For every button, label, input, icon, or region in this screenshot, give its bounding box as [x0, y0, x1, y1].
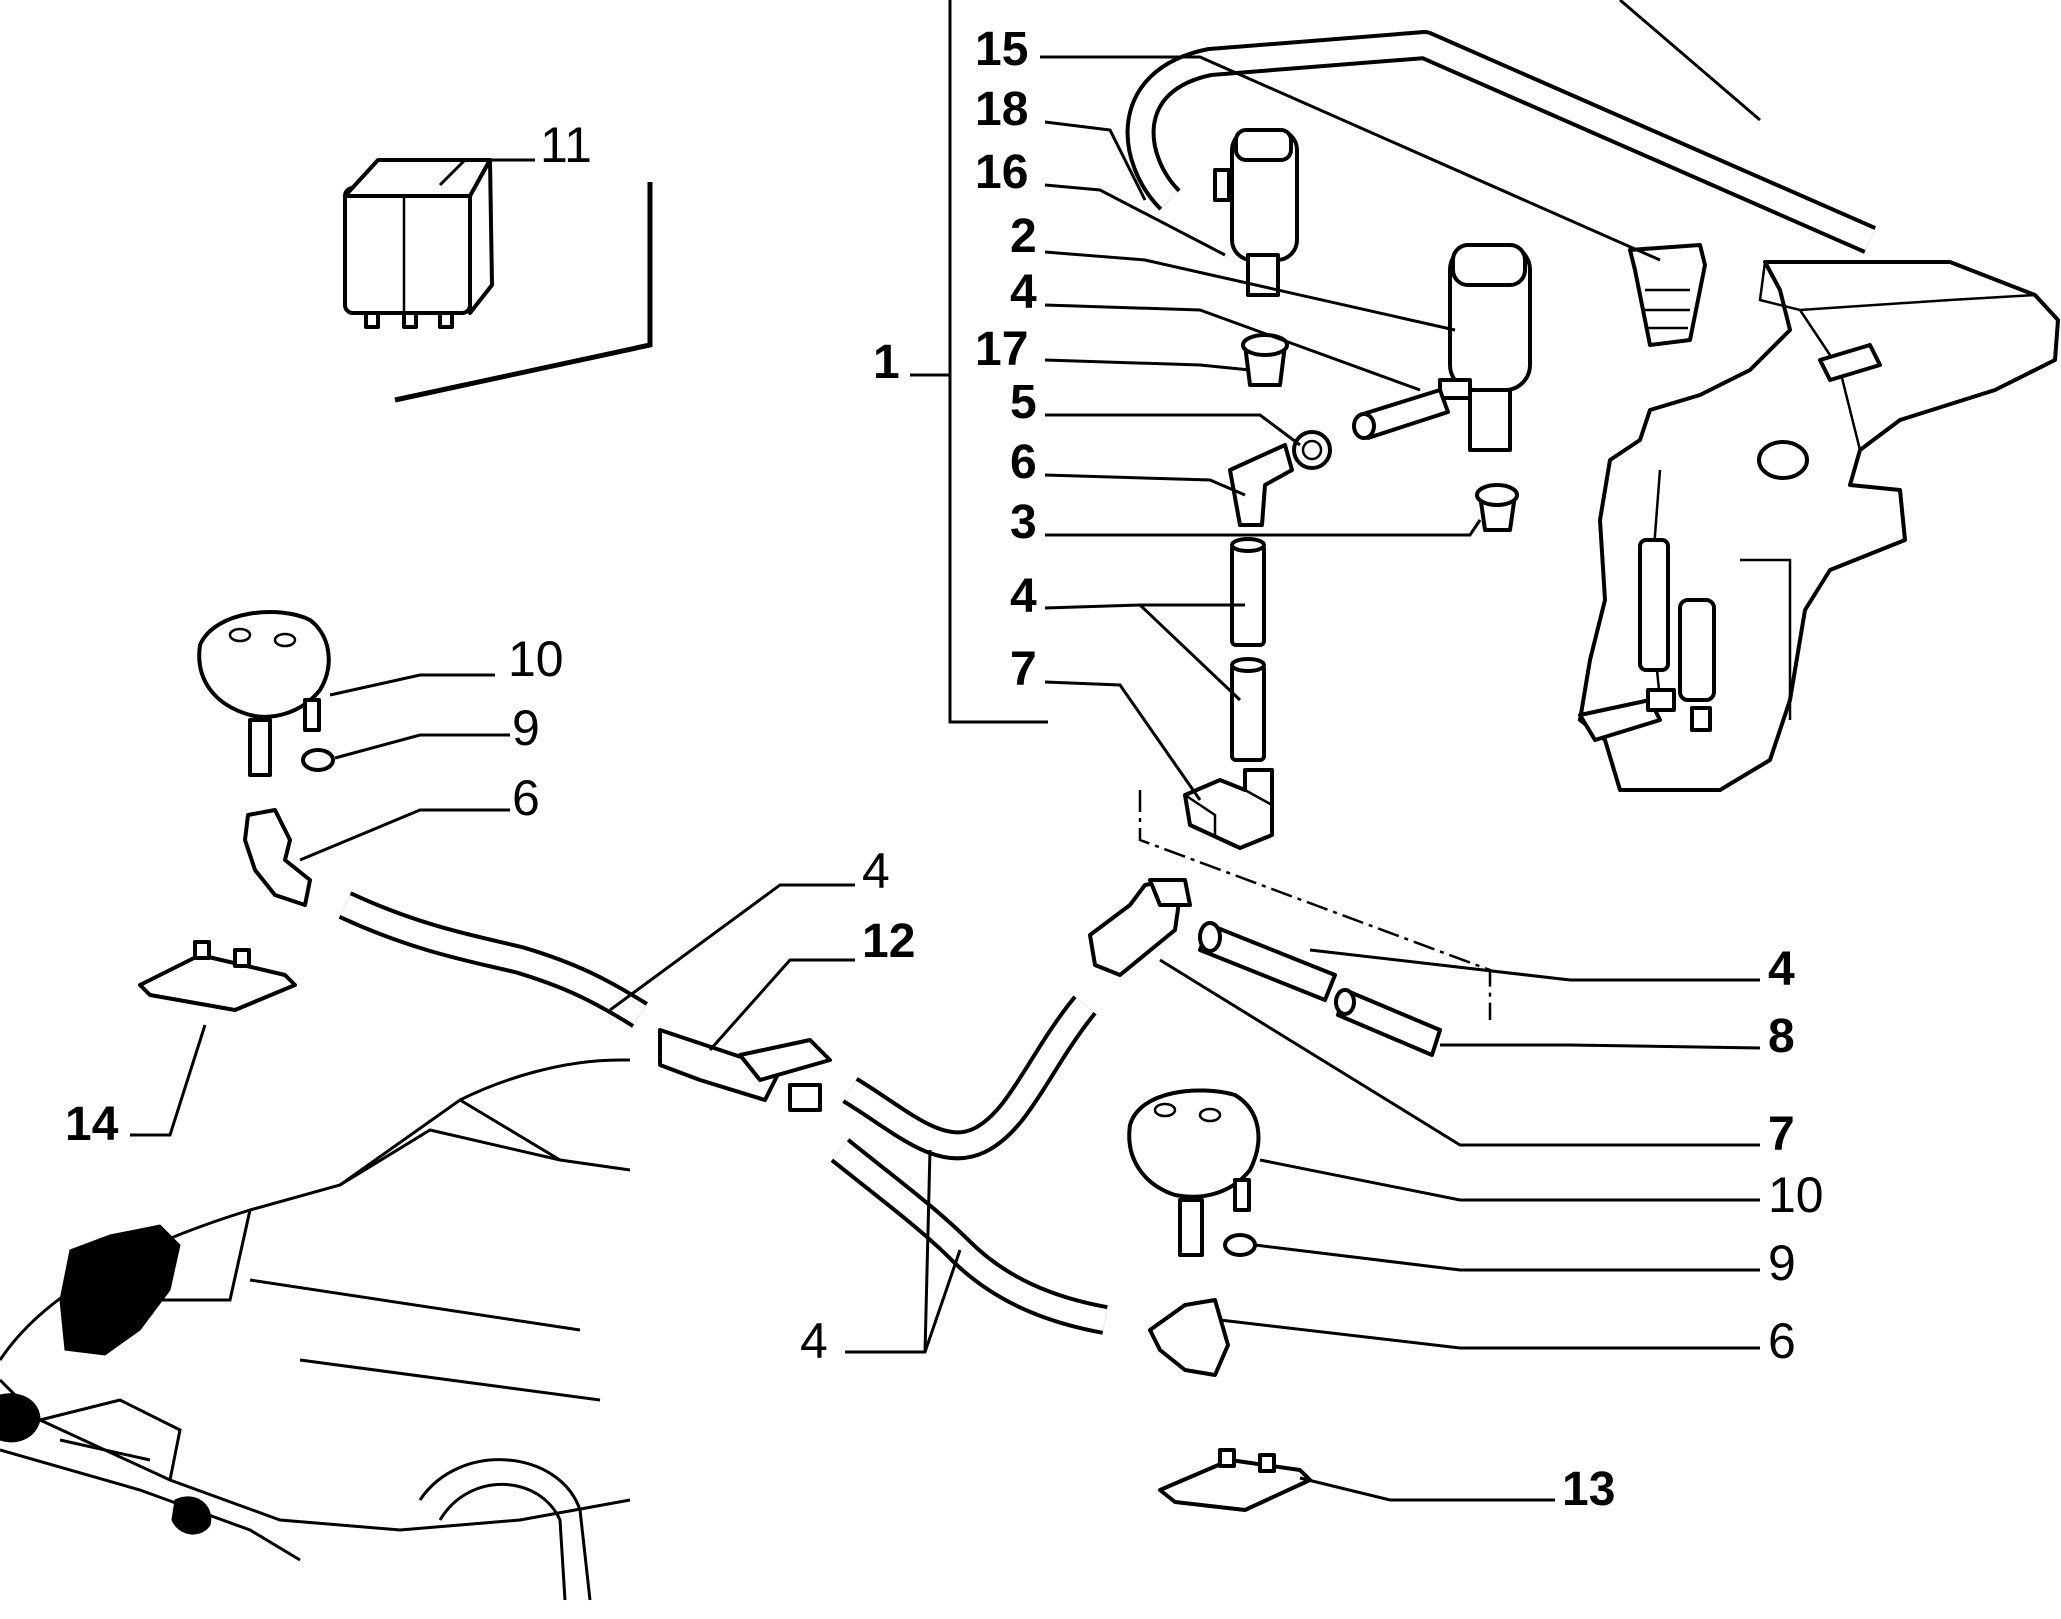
vertical-hose-lower [1230, 657, 1266, 762]
label-6-upper: 6 [1010, 436, 1037, 489]
elbow-part-6-right [1148, 1298, 1230, 1377]
connector-part-7-middle [1088, 878, 1192, 977]
grommet-3 [1475, 483, 1519, 532]
connector-part-8 [1334, 988, 1442, 1057]
label-2: 2 [1010, 210, 1037, 263]
t-piece-part-12 [658, 1028, 832, 1112]
label-10-right: 10 [1768, 1167, 1824, 1223]
label-4-lower: 4 [800, 1313, 828, 1369]
part-labels: 11 15 18 16 2 4 17 5 6 3 4 7 1 10 9 6 4 … [65, 23, 1824, 1516]
left-main-hose [338, 891, 648, 1028]
elbow-part-6-left [243, 808, 312, 907]
label-3: 3 [1010, 496, 1037, 549]
label-7-lower: 7 [1768, 1108, 1795, 1161]
label-1: 1 [873, 336, 900, 389]
label-4-right: 4 [1768, 943, 1795, 996]
label-12: 12 [862, 915, 915, 968]
seal-part-9-left [301, 748, 335, 772]
kit-group-bracket [910, 0, 1761, 724]
washer-reservoir-part [1578, 260, 2060, 792]
right-hose-part [1198, 921, 1337, 1002]
clip-part-13 [1158, 1448, 1312, 1512]
label-7-upper: 7 [1010, 643, 1037, 696]
elbow-part-6 [1228, 443, 1294, 527]
clip-part-14 [138, 940, 297, 1012]
label-16: 16 [975, 146, 1028, 199]
label-15: 15 [975, 23, 1028, 76]
clip-part-5 [1292, 430, 1332, 470]
label-14: 14 [65, 1098, 119, 1151]
car-illustration [0, 1058, 631, 1601]
middle-main-hose [842, 995, 1097, 1161]
label-9-right: 9 [1768, 1235, 1796, 1291]
label-6-left: 6 [512, 770, 540, 826]
short-hose-part [1352, 388, 1450, 440]
nozzle-part-10-right [1127, 1088, 1261, 1257]
label-10-left: 10 [508, 631, 564, 687]
label-18: 18 [975, 83, 1028, 136]
label-4-left: 4 [862, 843, 890, 899]
pump-part-16 [1213, 128, 1299, 297]
label-11: 11 [540, 117, 592, 173]
label-4-upper: 4 [1010, 266, 1037, 319]
seal-part-9-right [1223, 1233, 1257, 1257]
leader-lines [130, 55, 1761, 1502]
label-5: 5 [1010, 376, 1037, 429]
vertical-hose-upper [1230, 537, 1266, 647]
label-9-left: 9 [512, 700, 540, 756]
lower-main-hose [830, 1138, 1108, 1335]
connector-part-7-upper [1183, 768, 1274, 850]
label-8: 8 [1768, 1010, 1795, 1063]
label-6-right: 6 [1768, 1313, 1796, 1369]
nozzle-part-10-left [197, 610, 331, 777]
label-13: 13 [1562, 1463, 1615, 1516]
overflow-pipe-part [1125, 30, 1877, 347]
grommet-17 [1241, 333, 1289, 387]
pump-part-2 [1438, 243, 1532, 452]
label-4-middle: 4 [1010, 570, 1037, 623]
label-17: 17 [975, 323, 1028, 376]
relay-part [343, 158, 653, 403]
